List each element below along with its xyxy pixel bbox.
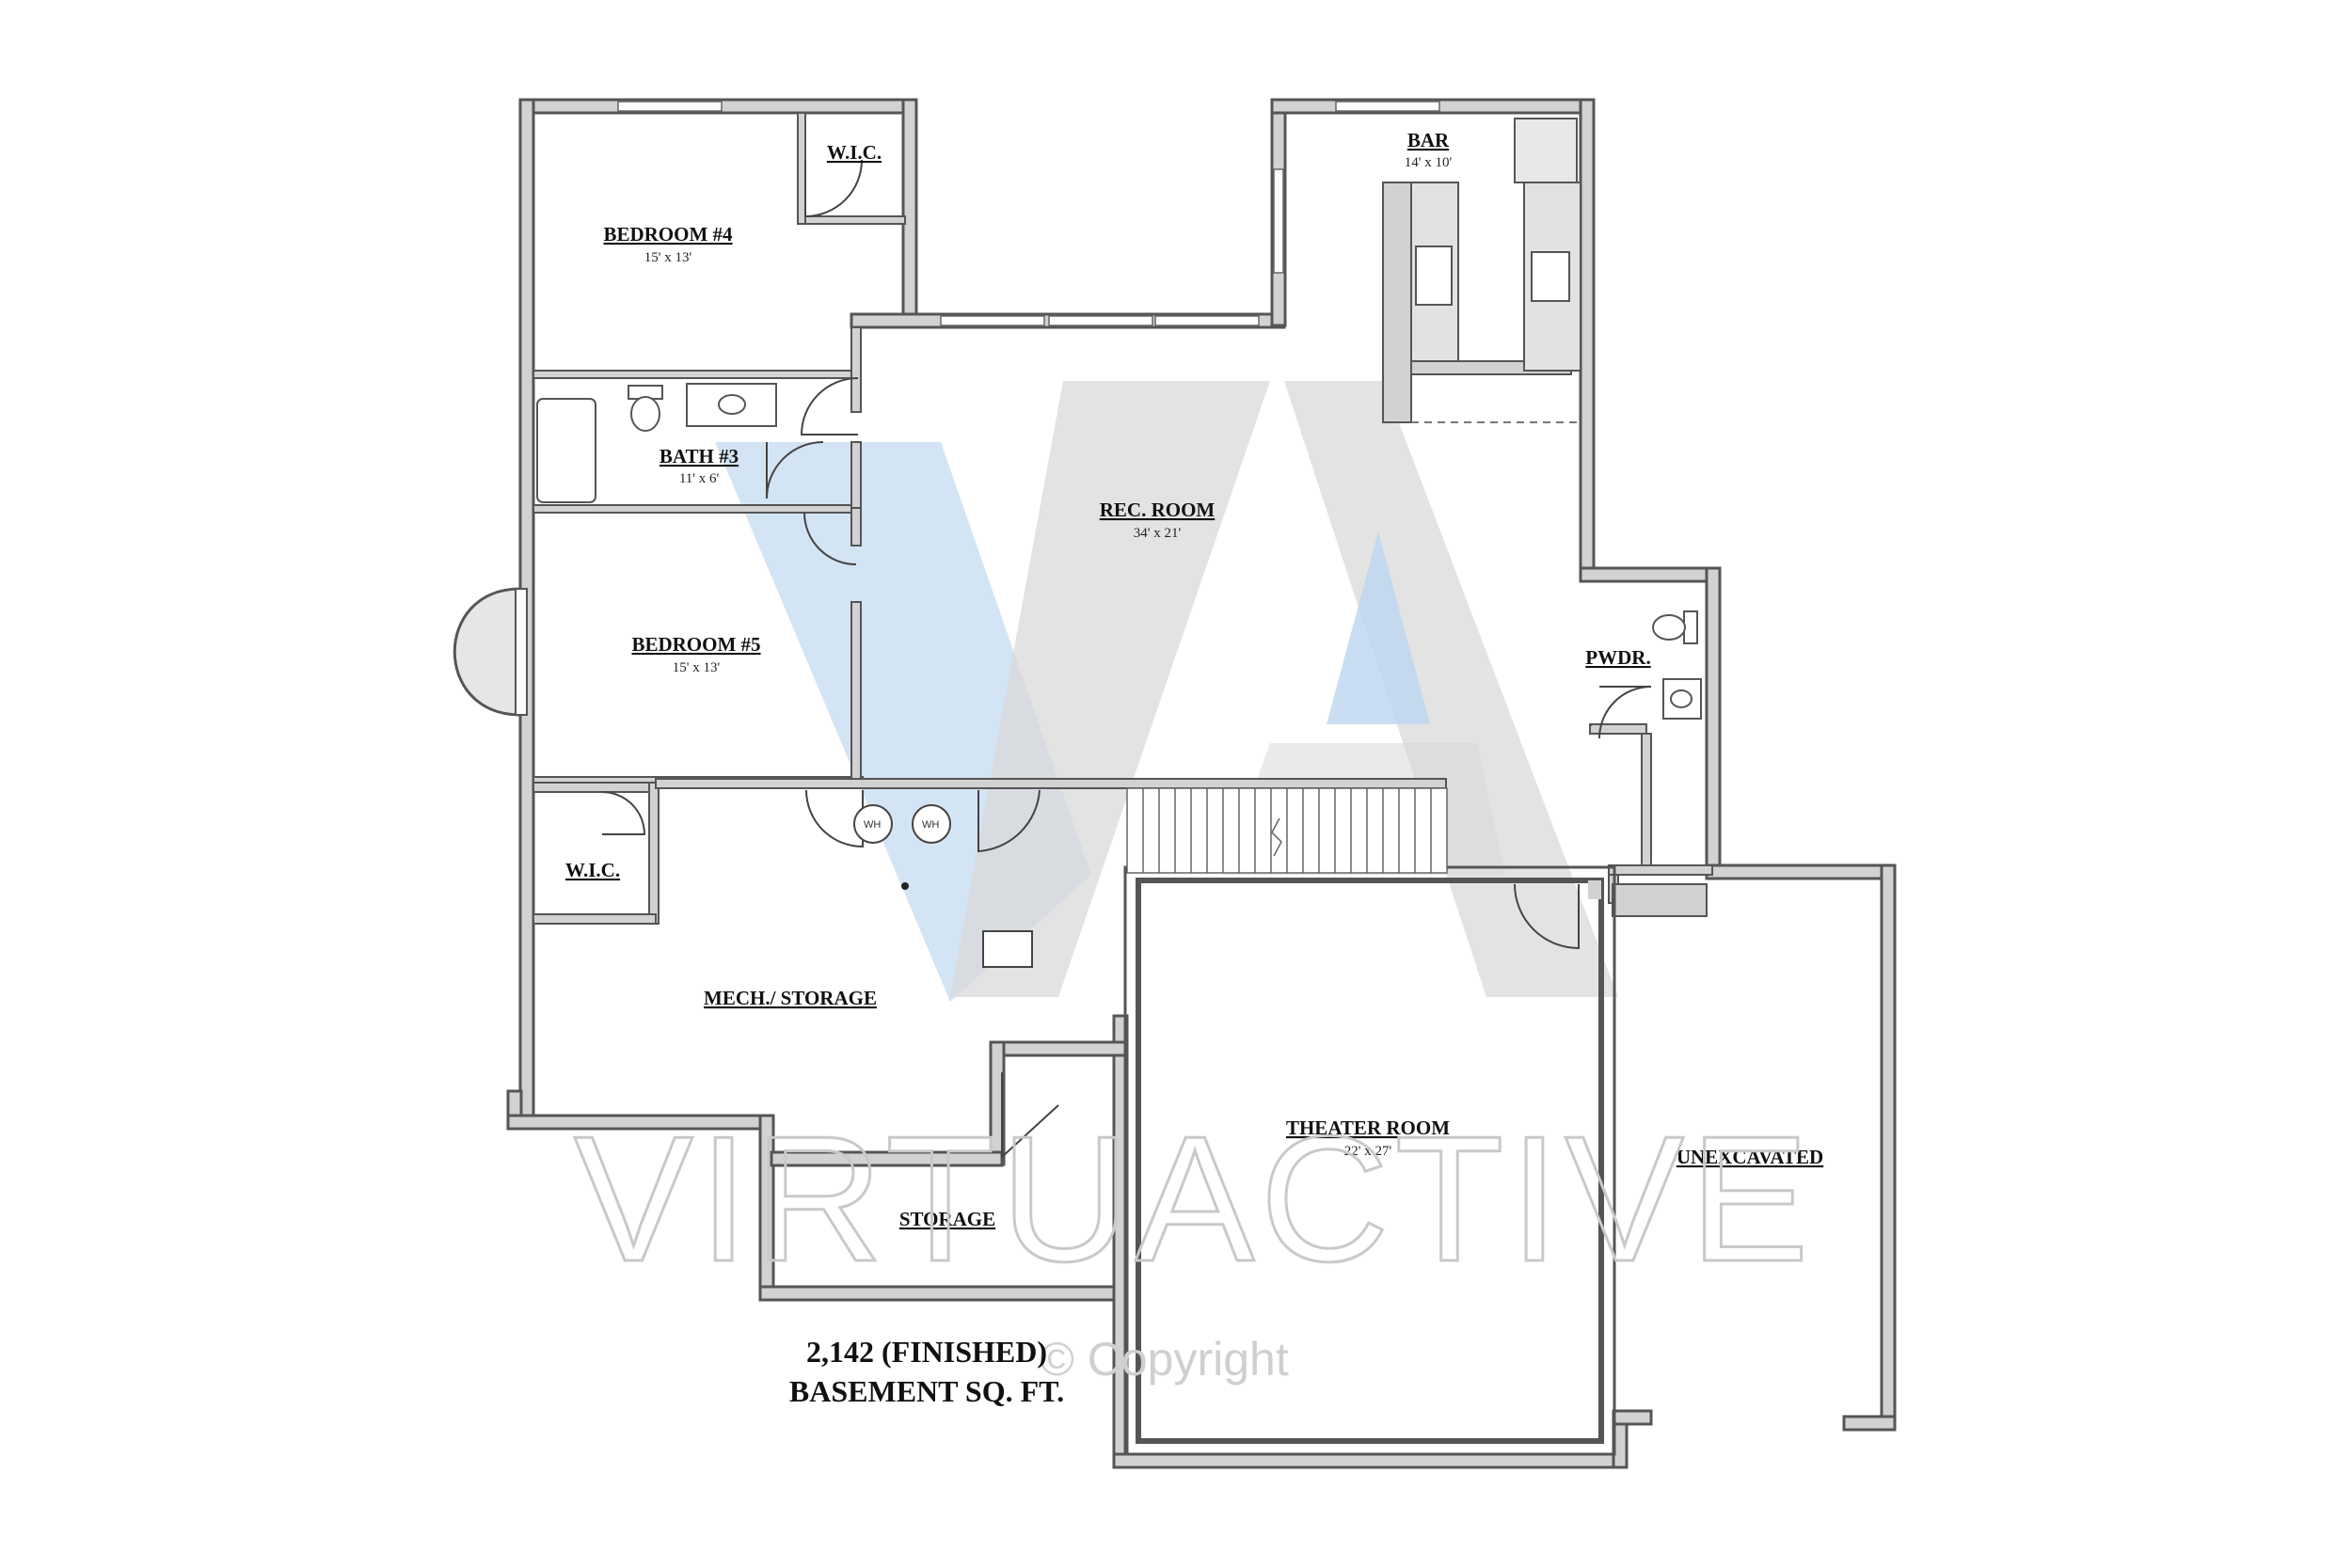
watermark-v-right xyxy=(950,381,1270,997)
sqft-line-2: BASEMENT SQ. FT. xyxy=(789,1374,1064,1408)
bath3-sink xyxy=(718,394,746,415)
label-bedroom-4: BEDROOM #4 xyxy=(603,223,733,245)
mech-fixtures: WH WH xyxy=(853,804,1033,968)
label-mech-storage: MECH./ STORAGE xyxy=(704,987,877,1009)
room-labels: BEDROOM #4 15' x 13' W.I.C. BATH #3 11' … xyxy=(565,129,1823,1230)
label-unexcavated: UNEXCAVATED xyxy=(1677,1146,1823,1168)
dim-bath-3: 11' x 6' xyxy=(679,471,720,486)
watermark-a-right xyxy=(1284,381,1618,997)
label-rec-room: REC. ROOM xyxy=(1100,499,1216,521)
bar-fixtures xyxy=(1382,118,1581,423)
furnace xyxy=(982,930,1033,968)
water-heater-2 xyxy=(912,804,951,844)
bathtub xyxy=(536,398,596,503)
water-heater-1-label: WH xyxy=(864,819,881,831)
bath-fixtures xyxy=(536,383,1702,720)
label-bar: BAR xyxy=(1407,129,1450,151)
dim-bar: 14' x 10' xyxy=(1405,155,1453,170)
bath3-toilet-bowl xyxy=(630,396,660,432)
pwdr-sink xyxy=(1670,689,1692,708)
water-heater-1 xyxy=(853,804,893,844)
label-wic-lower: W.I.C. xyxy=(565,859,620,881)
pwdr-toilet-tank xyxy=(1683,610,1698,644)
pwdr-toilet-bowl xyxy=(1652,614,1686,641)
floor-drain xyxy=(901,882,909,890)
windows xyxy=(617,101,1440,326)
sqft-line-1: 2,142 (FINISHED) xyxy=(806,1335,1047,1369)
label-bath-3: BATH #3 xyxy=(660,445,739,467)
interior-walls xyxy=(532,112,1713,925)
stairs xyxy=(1126,787,1448,874)
doors xyxy=(601,159,1652,1160)
exterior-walls xyxy=(506,98,1897,1469)
pwdr-vanity xyxy=(1662,678,1702,720)
dim-bedroom-5: 15' x 13' xyxy=(673,660,721,675)
watermark-a-inner xyxy=(1327,531,1430,724)
watermark-copyright: © Copyright xyxy=(1040,1333,1289,1386)
water-heater-2-label: WH xyxy=(922,819,939,831)
label-storage: STORAGE xyxy=(899,1208,995,1230)
label-theater-room: THEATER ROOM xyxy=(1286,1117,1450,1139)
bay-window xyxy=(453,587,528,717)
label-bedroom-5: BEDROOM #5 xyxy=(631,633,760,656)
dim-rec-room: 34' x 21' xyxy=(1134,526,1182,541)
label-powder: PWDR. xyxy=(1585,646,1650,669)
dim-theater-room: 22' x 27' xyxy=(1344,1144,1392,1159)
watermark-brand: VIRTUACTIVE xyxy=(574,1100,1815,1299)
dim-bedroom-4: 15' x 13' xyxy=(644,250,692,265)
label-wic-upper: W.I.C. xyxy=(827,141,882,164)
